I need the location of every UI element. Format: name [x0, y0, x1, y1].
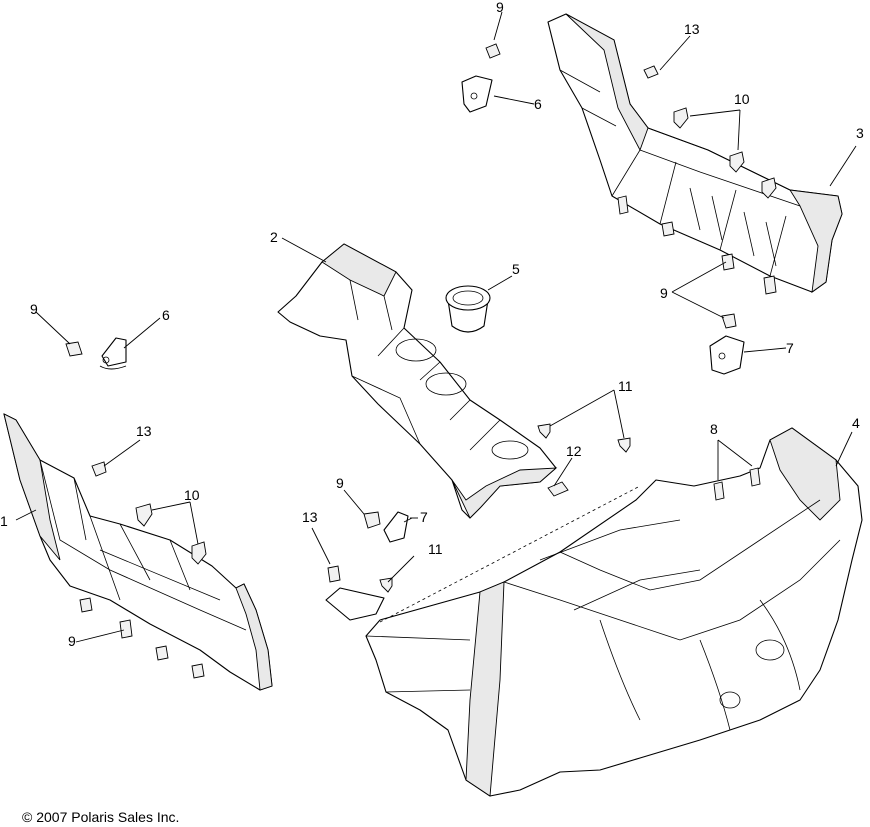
callout-2: 2 — [270, 229, 278, 245]
callout-11-top: 11 — [618, 378, 633, 394]
center-console-part — [277, 243, 558, 519]
leader-lines — [15, 11, 857, 643]
callout-6-left: 6 — [162, 307, 170, 323]
cup-holder-part — [445, 285, 491, 333]
callout-4: 4 — [852, 415, 860, 431]
bracket-7-right — [709, 335, 745, 375]
bracket-6-left — [101, 337, 127, 367]
callout-9-top: 9 — [496, 0, 504, 15]
bracket-6-top — [461, 75, 493, 113]
callout-10-top: 10 — [734, 91, 750, 107]
callout-13-center: 13 — [302, 509, 318, 525]
callout-12: 12 — [566, 443, 582, 459]
callout-6-top: 6 — [534, 96, 542, 112]
callout-7-right: 7 — [786, 340, 794, 356]
callout-10-left: 10 — [184, 487, 200, 503]
callout-3: 3 — [856, 125, 864, 141]
callout-8: 8 — [710, 421, 718, 437]
floor-tub-part — [365, 427, 863, 797]
callout-5: 5 — [512, 261, 520, 277]
bracket-7-center — [383, 511, 409, 543]
callout-13-left: 13 — [136, 423, 152, 439]
callout-13-top: 13 — [684, 21, 700, 37]
callout-7-center-dash: 7 — [420, 509, 428, 525]
copyright-notice: © 2007 Polaris Sales Inc. — [22, 809, 180, 825]
left-side-panel-part — [3, 413, 273, 691]
callout-9-left: 9 — [30, 301, 38, 317]
assembly-guide-line — [379, 485, 641, 623]
right-side-panel-part — [547, 13, 843, 293]
callout-9-bottom: 9 — [68, 633, 76, 649]
tub-flange-tab — [325, 587, 385, 621]
callout-9-center: 9 — [336, 475, 344, 491]
callout-1: 1 — [0, 513, 8, 529]
callout-11-bottom: 11 — [428, 541, 443, 557]
callout-9-right: 9 — [660, 285, 668, 301]
